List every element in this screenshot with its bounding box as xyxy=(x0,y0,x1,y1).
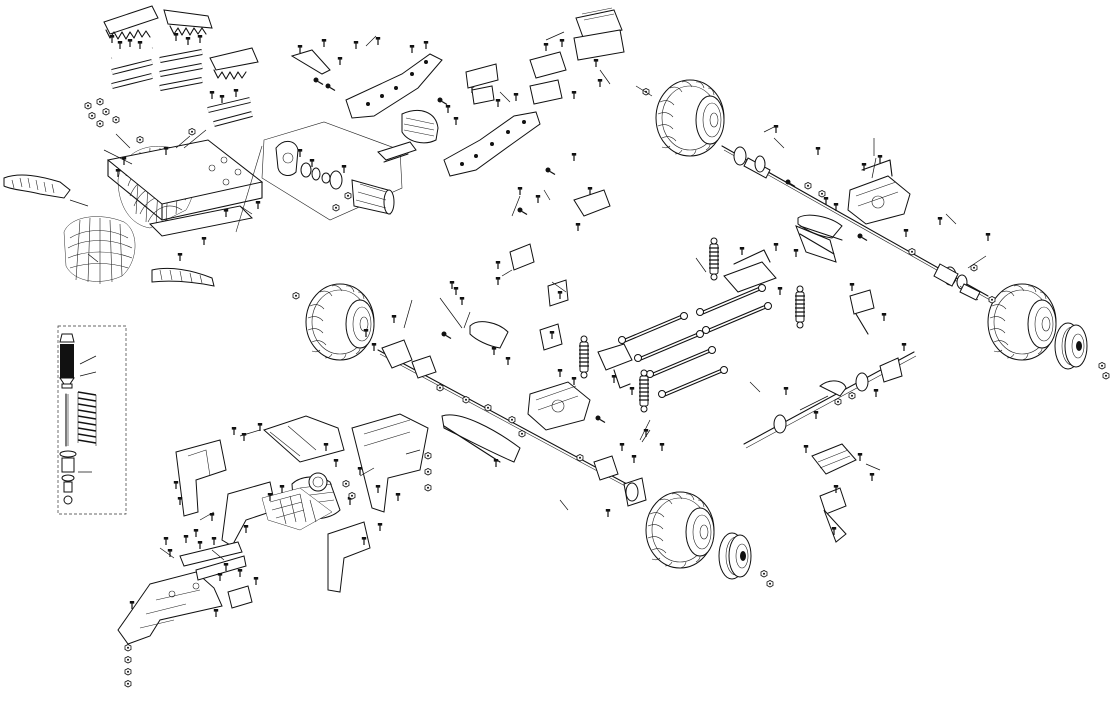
front-left-tire xyxy=(305,283,375,361)
shock-detail-inset xyxy=(57,325,127,515)
body-cage-assembly xyxy=(3,5,264,287)
rear-link-mount xyxy=(795,225,887,335)
body-fasteners xyxy=(69,32,261,263)
front-skid-plate-assembly xyxy=(117,534,259,688)
receiver-box xyxy=(465,7,625,105)
rear-axle-hardware xyxy=(773,124,996,304)
front-right-tire xyxy=(645,491,715,569)
steering-bracket-front xyxy=(449,243,569,351)
mid-links-bracket xyxy=(597,343,635,396)
skid-plate-hardware xyxy=(124,534,259,688)
front-axle-assembly xyxy=(292,283,774,588)
front-steering-knuckles xyxy=(381,339,647,507)
rear-left-tire xyxy=(655,79,725,157)
upper-link-plate xyxy=(723,242,799,296)
brace-fasteners xyxy=(297,35,577,217)
steering-servo-saver xyxy=(377,141,611,232)
center-driveshaft xyxy=(743,342,917,449)
cage-hardware xyxy=(173,422,432,546)
front-a-frame xyxy=(441,414,521,468)
cage-nuts xyxy=(84,98,196,144)
suspension-links xyxy=(441,225,887,468)
front-diff-housing xyxy=(469,321,591,431)
upper-chassis-braces xyxy=(290,7,625,232)
rear-axle-assembly xyxy=(642,79,1110,380)
installed-shocks xyxy=(578,237,806,413)
driver-seat xyxy=(261,472,341,531)
engine-block xyxy=(401,110,439,144)
cage-braces xyxy=(111,46,253,127)
front-axle-hardware xyxy=(363,286,665,518)
rear-hubs xyxy=(733,146,968,290)
misc-leaders xyxy=(551,85,957,511)
exhaust-pipe xyxy=(3,174,215,287)
rear-diff-housing xyxy=(797,159,911,241)
motor-can xyxy=(351,179,395,215)
rear-right-rim xyxy=(1054,322,1088,370)
clutch-stack xyxy=(300,162,343,190)
front-right-rim xyxy=(718,532,752,580)
shock-body-exploded xyxy=(59,333,97,505)
rear-skid-servo xyxy=(803,443,875,543)
upper-cage-panels xyxy=(103,5,259,80)
rear-right-tire xyxy=(987,283,1057,361)
driver-cage-assembly xyxy=(173,413,432,593)
motor-clutch-inset xyxy=(235,110,439,233)
